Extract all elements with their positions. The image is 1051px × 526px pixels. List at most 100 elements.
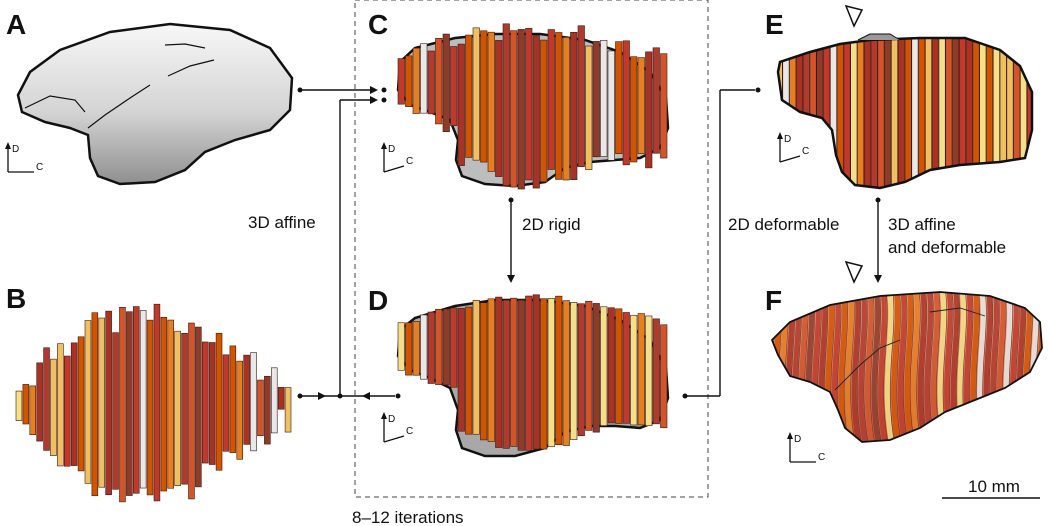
slab (778, 38, 783, 188)
slab (877, 38, 885, 188)
stripe-edge (909, 292, 916, 442)
slab (472, 300, 480, 435)
slab (562, 300, 570, 446)
slab (510, 297, 518, 447)
slab (525, 28, 533, 181)
slab (622, 312, 630, 424)
slab (857, 38, 865, 188)
axis-label-d: D (784, 134, 791, 145)
panel-label-a: A (6, 9, 26, 40)
axis-label-d: D (388, 144, 395, 155)
slab (952, 38, 960, 188)
stripe-edge (896, 292, 903, 442)
axis-indicator: DC (787, 432, 825, 463)
slab (257, 379, 264, 437)
slab (850, 38, 858, 188)
slab (525, 295, 533, 451)
stripe (851, 292, 863, 442)
slab (986, 38, 994, 188)
panel-a-brain-surface (16, 22, 294, 186)
slab (959, 38, 966, 188)
slab (931, 38, 939, 188)
slab (36, 362, 43, 442)
axis-indicator: DC (381, 412, 413, 443)
slab (480, 30, 488, 163)
slab (547, 29, 555, 170)
panel-e-deformable (776, 4, 1034, 190)
slab (607, 307, 615, 424)
panel-label-e: E (765, 9, 784, 40)
stripe-edge (876, 292, 883, 442)
slab (153, 303, 161, 502)
label-2d-deformable: 2D deformable (728, 215, 840, 234)
slab (126, 311, 133, 496)
slab (57, 343, 64, 467)
slab (84, 320, 92, 484)
stripe (897, 292, 909, 442)
stripe-edge (883, 292, 890, 442)
slab (830, 38, 837, 188)
slab (630, 314, 638, 426)
slab (823, 38, 831, 188)
slab (284, 387, 292, 433)
slab (592, 303, 600, 433)
slab (420, 314, 428, 380)
slab (502, 23, 510, 186)
slab (167, 319, 175, 489)
slab (427, 50, 435, 115)
axis-indicator: DC (5, 142, 43, 173)
slab (562, 36, 570, 181)
panel-label-b: B (6, 283, 26, 314)
stripe (858, 292, 869, 442)
slab (660, 324, 668, 429)
slab (112, 332, 119, 490)
slab (487, 31, 495, 172)
slab (405, 55, 413, 107)
slab (465, 306, 473, 435)
slab (555, 295, 563, 446)
slab (816, 38, 824, 188)
slab (965, 38, 973, 188)
slab (502, 299, 510, 449)
stripe (911, 292, 922, 442)
slab (904, 38, 912, 188)
slab (789, 38, 797, 188)
slab (77, 336, 85, 472)
panel-c-rigid-input (396, 23, 670, 190)
stripe-edge (903, 292, 910, 442)
slab (435, 308, 443, 385)
slab (64, 355, 71, 467)
slab (660, 53, 668, 159)
slab (420, 43, 428, 114)
slab (70, 342, 78, 466)
slab (570, 302, 578, 440)
slab (43, 347, 50, 451)
slab (945, 38, 953, 188)
stripe (891, 292, 902, 442)
stripe-edge (916, 292, 923, 442)
iteration-box (354, 0, 709, 498)
slab (540, 39, 548, 183)
slab (585, 45, 593, 170)
slab (547, 298, 555, 448)
panel-b-slab-stack (15, 303, 292, 503)
slab (495, 40, 503, 177)
axis-label-d: D (12, 144, 19, 155)
slab (637, 313, 645, 426)
slab (277, 387, 285, 410)
slab (891, 38, 899, 188)
panel-label-d: D (368, 285, 388, 316)
slab (972, 38, 980, 188)
slab (884, 38, 892, 188)
slab (630, 56, 638, 163)
slab (992, 38, 1000, 188)
slab (925, 38, 932, 188)
slab (465, 34, 473, 158)
connectors (300, 89, 1040, 499)
slab (435, 38, 443, 125)
slab (412, 47, 420, 114)
slab (918, 38, 926, 188)
slab (600, 39, 608, 157)
